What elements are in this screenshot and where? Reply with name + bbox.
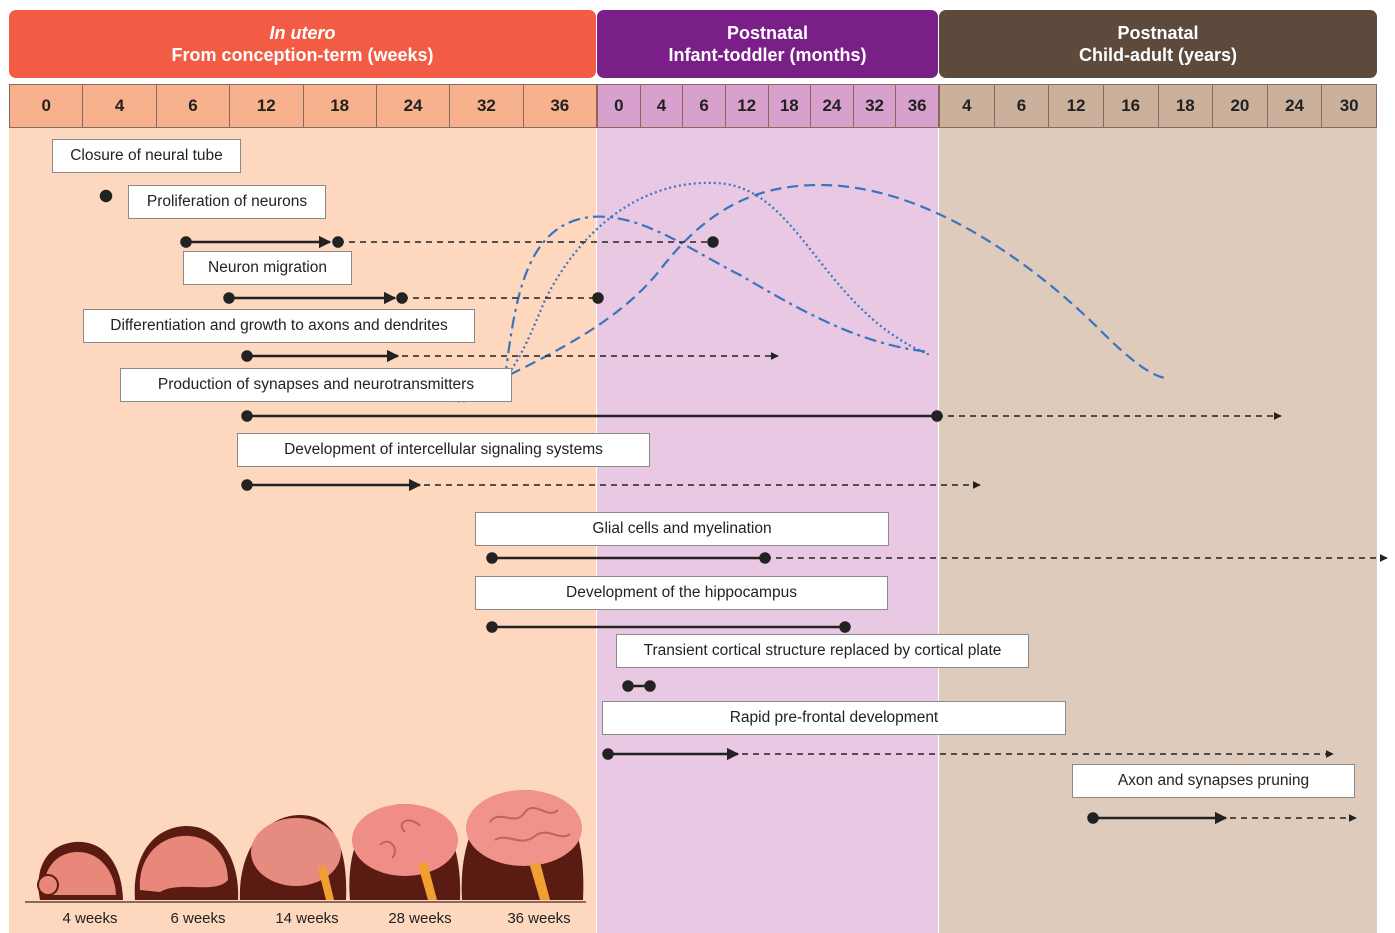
infant-tick: 12 xyxy=(724,85,768,127)
stage-caption: 4 weeks xyxy=(62,910,118,927)
stage-caption: 36 weeks xyxy=(507,910,571,927)
brain-stage-icon xyxy=(37,841,123,900)
child-tick: 24 xyxy=(1266,85,1322,127)
utero-tick: 0 xyxy=(41,96,51,115)
brain-stage-icon xyxy=(349,804,461,900)
brain-stage-icon xyxy=(239,815,347,900)
utero-tick: 32 xyxy=(449,85,522,127)
stage-caption: 6 weeks xyxy=(170,910,226,927)
infant-header: Postnatal Infant-toddler (months) xyxy=(597,10,938,78)
child-band xyxy=(939,128,1377,933)
label-prefrontal: Rapid pre-frontal development xyxy=(602,701,1066,735)
child-tick-row: 4 6 12 16 18 20 24 30 xyxy=(939,84,1377,128)
child-header: Postnatal Child-adult (years) xyxy=(939,10,1377,78)
label-intercellular-signaling: Development of intercellular signaling s… xyxy=(237,433,650,467)
utero-tick-row: 0 4 6 12 18 24 32 36 xyxy=(9,84,597,128)
child-tick: 20 xyxy=(1212,85,1267,127)
brain-stage-icon xyxy=(134,825,239,900)
utero-tick: 12 xyxy=(229,85,302,127)
child-tick: 12 xyxy=(1048,85,1103,127)
child-tick: 6 xyxy=(993,85,1049,127)
label-pruning: Axon and synapses pruning xyxy=(1072,764,1355,798)
infant-tick: 36 xyxy=(895,85,938,127)
curve-dotted xyxy=(447,181,931,403)
infant-header-line2: Infant-toddler (months) xyxy=(668,45,867,65)
utero-header: In utero From conception-term (weeks) xyxy=(9,10,596,78)
label-synapse-production: Production of synapses and neurotransmit… xyxy=(120,368,512,402)
infant-tick: 6 xyxy=(682,85,725,127)
child-tick: 16 xyxy=(1102,85,1158,127)
stage-caption: 28 weeks xyxy=(388,910,452,927)
utero-header-line1: In utero xyxy=(269,23,336,43)
utero-tick: 36 xyxy=(522,85,596,127)
curve-dashed xyxy=(494,183,1166,383)
growth-curves xyxy=(447,181,1166,403)
child-tick: 4 xyxy=(962,96,972,115)
child-tick: 18 xyxy=(1157,85,1213,127)
child-header-line2: Child-adult (years) xyxy=(1078,45,1238,65)
label-closure-neural-tube: Closure of neural tube xyxy=(52,139,241,173)
label-differentiation: Differentiation and growth to axons and … xyxy=(83,309,475,343)
label-neuron-migration: Neuron migration xyxy=(183,251,352,285)
utero-tick: 24 xyxy=(375,85,449,127)
label-hippocampus: Development of the hippocampus xyxy=(475,576,888,610)
brain-stage-icon xyxy=(461,790,584,900)
infant-tick: 24 xyxy=(810,85,853,127)
label-glial-myelination: Glial cells and myelination xyxy=(475,512,889,546)
infant-tick: 4 xyxy=(639,85,683,127)
label-proliferation-neurons: Proliferation of neurons xyxy=(128,185,326,219)
child-tick: 30 xyxy=(1321,85,1376,127)
infant-tick: 32 xyxy=(852,85,896,127)
utero-tick: 18 xyxy=(302,85,376,127)
utero-header-line2: From conception-term (weeks) xyxy=(171,45,434,65)
infant-tick: 0 xyxy=(614,96,624,115)
label-transient-cortical: Transient cortical structure replaced by… xyxy=(616,634,1029,668)
infant-tick-row: 0 4 6 12 18 24 32 36 xyxy=(597,84,939,128)
utero-tick: 6 xyxy=(155,85,229,127)
process-lines xyxy=(99,189,1388,825)
stage-caption: 14 weeks xyxy=(275,910,339,927)
infant-header-line1: Postnatal xyxy=(726,23,809,43)
proliferation-dot xyxy=(99,189,113,203)
child-header-line1: Postnatal xyxy=(1117,23,1199,43)
utero-tick: 4 xyxy=(82,85,155,127)
curve-dash-dot xyxy=(503,215,931,379)
infant-tick: 18 xyxy=(767,85,811,127)
